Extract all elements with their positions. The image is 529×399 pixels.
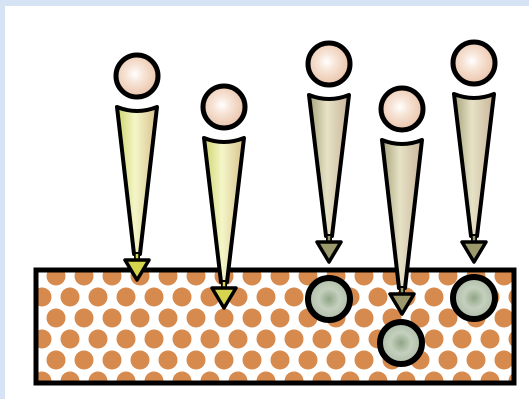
substrate-grain xyxy=(285,330,304,349)
substrate-grain xyxy=(47,351,66,370)
substrate-grain xyxy=(299,351,318,370)
substrate-grain xyxy=(467,351,486,370)
substrate-grain xyxy=(145,288,164,307)
substrate-grain xyxy=(439,351,458,370)
incoming-sphere xyxy=(453,42,495,84)
incoming-sphere xyxy=(308,43,350,85)
trapped-sphere xyxy=(453,277,495,319)
incoming-sphere xyxy=(116,55,158,97)
substrate-grain xyxy=(131,351,150,370)
incoming-sphere xyxy=(381,88,423,130)
substrate-grain xyxy=(369,288,388,307)
substrate-grain xyxy=(215,351,234,370)
substrate-grain xyxy=(229,330,248,349)
substrate-grain xyxy=(159,309,178,328)
substrate-grain xyxy=(243,351,262,370)
substrate-grain xyxy=(159,351,178,370)
substrate-grain xyxy=(47,309,66,328)
substrate-grain xyxy=(117,330,136,349)
substrate-grain xyxy=(481,330,500,349)
substrate-grain xyxy=(187,309,206,328)
substrate-grain xyxy=(327,351,346,370)
substrate-grain xyxy=(453,330,472,349)
trapped-sphere xyxy=(308,278,350,320)
substrate-grain xyxy=(257,288,276,307)
incoming-sphere xyxy=(203,86,245,128)
substrate-grain xyxy=(61,288,80,307)
substrate-grain xyxy=(75,309,94,328)
substrate-grain xyxy=(495,351,514,370)
substrate-grain xyxy=(355,351,374,370)
substrate-grain xyxy=(173,288,192,307)
substrate-grain xyxy=(89,288,108,307)
substrate-grain xyxy=(271,351,290,370)
substrate-grain xyxy=(243,309,262,328)
substrate-grain xyxy=(89,330,108,349)
substrate xyxy=(19,267,528,391)
trapped-sphere xyxy=(380,322,422,364)
substrate-grain xyxy=(495,309,514,328)
substrate-grain xyxy=(425,288,444,307)
substrate-grain xyxy=(201,330,220,349)
substrate-grain xyxy=(173,330,192,349)
substrate-grain xyxy=(425,330,444,349)
substrate-grain xyxy=(103,309,122,328)
substrate-grain xyxy=(355,309,374,328)
substrate-grain xyxy=(187,351,206,370)
substrate-grain xyxy=(257,330,276,349)
substrate-grain xyxy=(313,330,332,349)
substrate-grain xyxy=(61,330,80,349)
substrate-grain xyxy=(103,351,122,370)
substrate-grain xyxy=(271,309,290,328)
substrate-grain xyxy=(145,330,164,349)
substrate-grain xyxy=(75,351,94,370)
substrate-grain xyxy=(215,309,234,328)
substrate-grain xyxy=(117,288,136,307)
substrate-grain xyxy=(341,330,360,349)
substrate-grain xyxy=(285,288,304,307)
substrate-grain xyxy=(131,309,150,328)
